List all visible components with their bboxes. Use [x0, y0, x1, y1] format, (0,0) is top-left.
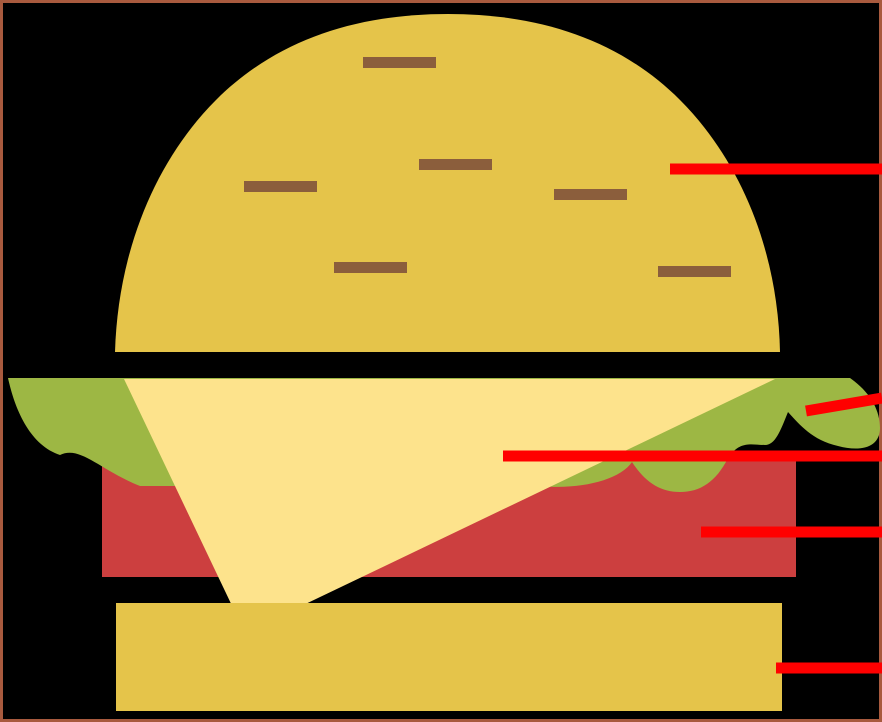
sesame-seed — [363, 57, 436, 68]
sesame-seed — [419, 159, 492, 170]
sesame-seed — [334, 262, 407, 273]
sesame-seed — [554, 189, 627, 200]
sesame-seed — [244, 181, 317, 192]
sesame-seed — [658, 266, 731, 277]
bottom-bun — [116, 603, 782, 711]
